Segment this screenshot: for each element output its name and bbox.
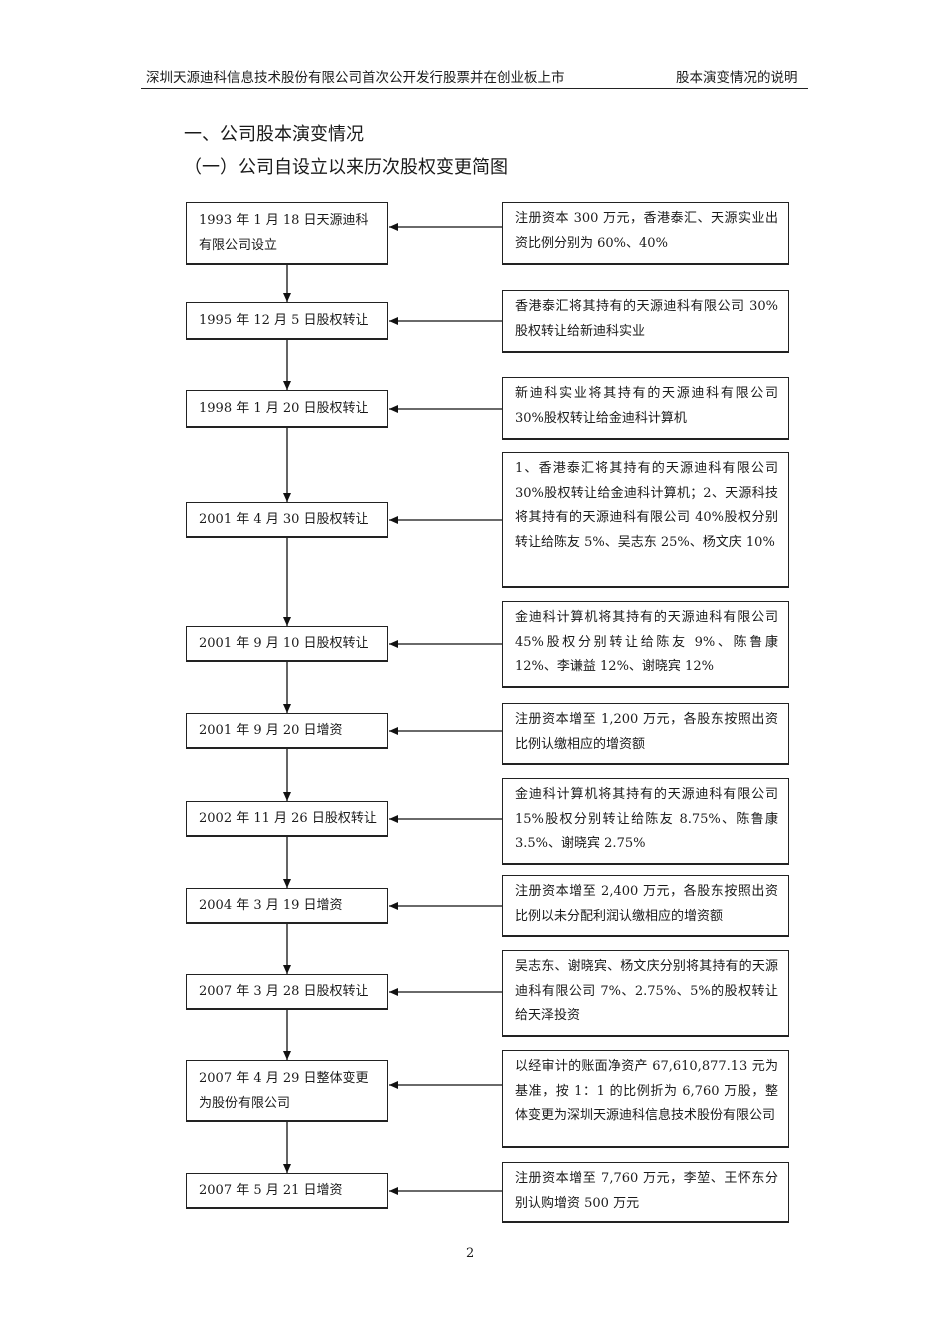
event-note-box: 注册资本增至 1,200 万元，各股东按照出资比例认缴相应的增资额: [502, 703, 789, 765]
event-box: 1995 年 12 月 5 日股权转让: [186, 302, 388, 340]
event-note: 注册资本增至 2,400 万元，各股东按照出资比例以未分配利润认缴相应的增资额: [515, 884, 778, 924]
event-note: 1、香港泰汇将其持有的天源迪科有限公司 30%股权转让给金迪科计算机；2、天源科…: [515, 461, 778, 550]
event-note: 吴志东、谢晓宾、杨文庆分别将其持有的天源迪科有限公司 7%、2.75%、5%的股…: [515, 959, 778, 1023]
event-note: 以经审计的账面净资产 67,610,877.13 元为基准，按 1：1 的比例折…: [515, 1059, 778, 1123]
event-note: 注册资本 300 万元，香港泰汇、天源实业出资比例分别为 60%、40%: [515, 211, 778, 251]
event-note: 香港泰汇将其持有的天源迪科有限公司 30%股权转让给新迪科实业: [515, 299, 778, 339]
event-note-box: 注册资本增至 2,400 万元，各股东按照出资比例以未分配利润认缴相应的增资额: [502, 875, 789, 937]
event-box: 2007 年 3 月 28 日股权转让: [186, 974, 388, 1010]
event-label: 2001 年 9 月 10 日股权转让: [199, 636, 369, 651]
event-note: 金迪科计算机将其持有的天源迪科有限公司 15%股权分别转让给陈友 8.75%、陈…: [515, 787, 778, 851]
event-note-box: 注册资本 300 万元，香港泰汇、天源实业出资比例分别为 60%、40%: [502, 202, 789, 265]
event-box: 2002 年 11 月 26 日股权转让: [186, 801, 388, 837]
event-note-box: 新迪科实业将其持有的天源迪科有限公司 30%股权转让给金迪科计算机: [502, 377, 789, 440]
header-document-title: 深圳天源迪科信息技术股份有限公司首次公开发行股票并在创业板上市: [146, 70, 565, 86]
event-label: 1993 年 1 月 18 日天源迪科有限公司设立: [199, 213, 369, 253]
event-label: 2007 年 3 月 28 日股权转让: [199, 984, 369, 999]
event-note-box: 金迪科计算机将其持有的天源迪科有限公司 45%股权分别转让给陈友 9%、陈鲁康 …: [502, 601, 789, 688]
event-label: 2007 年 4 月 29 日整体变更为股份有限公司: [199, 1071, 369, 1111]
subsection-heading: （一）公司自设立以来历次股权变更简图: [184, 157, 508, 178]
event-box: 2001 年 9 月 10 日股权转让: [186, 626, 388, 662]
header-section-title: 股本演变情况的说明: [676, 70, 798, 86]
event-box: 1993 年 1 月 18 日天源迪科有限公司设立: [186, 202, 388, 265]
event-box: 2001 年 4 月 30 日股权转让: [186, 502, 388, 538]
event-note: 新迪科实业将其持有的天源迪科有限公司 30%股权转让给金迪科计算机: [515, 386, 778, 426]
event-note-box: 注册资本增至 7,760 万元，李堃、王怀东分别认购增资 500 万元: [502, 1162, 789, 1223]
event-box: 2007 年 5 月 21 日增资: [186, 1173, 388, 1209]
event-note: 金迪科计算机将其持有的天源迪科有限公司 45%股权分别转让给陈友 9%、陈鲁康 …: [515, 610, 778, 674]
event-box: 2004 年 3 月 19 日增资: [186, 888, 388, 924]
header-rule: [141, 88, 808, 89]
page-number: 2: [466, 1246, 475, 1261]
event-note-box: 香港泰汇将其持有的天源迪科有限公司 30%股权转让给新迪科实业: [502, 290, 789, 353]
event-label: 2002 年 11 月 26 日股权转让: [199, 811, 377, 826]
event-label: 2007 年 5 月 21 日增资: [199, 1183, 343, 1198]
event-box: 2001 年 9 月 20 日增资: [186, 713, 388, 749]
section-heading: 一、公司股本演变情况: [184, 124, 364, 145]
event-note: 注册资本增至 7,760 万元，李堃、王怀东分别认购增资 500 万元: [515, 1171, 778, 1211]
event-label: 2001 年 9 月 20 日增资: [199, 723, 343, 738]
event-note-box: 吴志东、谢晓宾、杨文庆分别将其持有的天源迪科有限公司 7%、2.75%、5%的股…: [502, 950, 789, 1037]
event-label: 2004 年 3 月 19 日增资: [199, 898, 343, 913]
event-label: 2001 年 4 月 30 日股权转让: [199, 512, 369, 527]
event-note-box: 以经审计的账面净资产 67,610,877.13 元为基准，按 1：1 的比例折…: [502, 1050, 789, 1148]
event-box: 2007 年 4 月 29 日整体变更为股份有限公司: [186, 1060, 388, 1122]
event-note-box: 金迪科计算机将其持有的天源迪科有限公司 15%股权分别转让给陈友 8.75%、陈…: [502, 778, 789, 865]
event-label: 1995 年 12 月 5 日股权转让: [199, 313, 369, 328]
event-box: 1998 年 1 月 20 日股权转让: [186, 390, 388, 428]
event-note-box: 1、香港泰汇将其持有的天源迪科有限公司 30%股权转让给金迪科计算机；2、天源科…: [502, 452, 789, 588]
event-note: 注册资本增至 1,200 万元，各股东按照出资比例认缴相应的增资额: [515, 712, 778, 752]
event-label: 1998 年 1 月 20 日股权转让: [199, 401, 369, 416]
